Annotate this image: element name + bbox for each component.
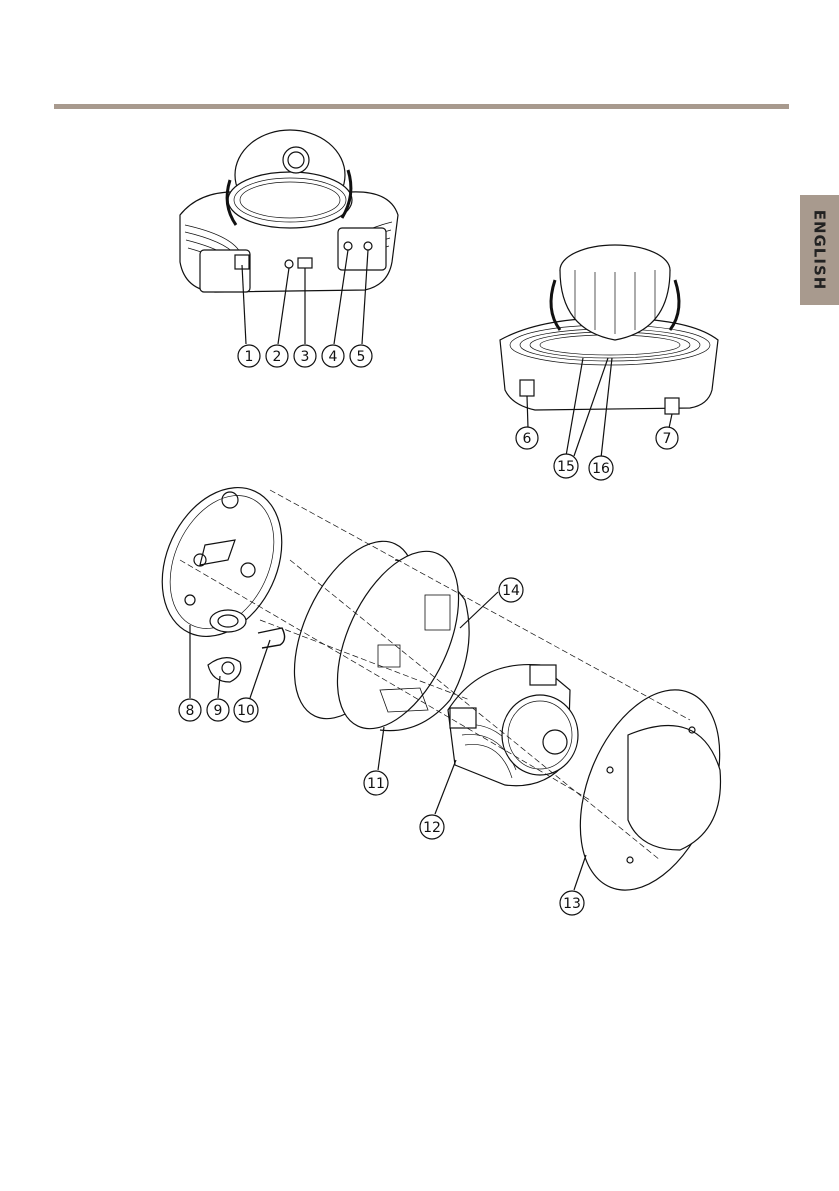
callout-5: 5 — [357, 349, 366, 365]
callout-16: 16 — [592, 461, 610, 477]
callout-7: 7 — [663, 431, 672, 447]
exploded-assembly-view — [139, 468, 747, 911]
callout-2: 2 — [273, 349, 282, 365]
callout-13: 13 — [563, 896, 581, 912]
callout-6: 6 — [523, 431, 532, 447]
camera-front-view — [180, 130, 398, 344]
callout-10: 10 — [237, 703, 255, 719]
callout-12: 12 — [423, 820, 441, 836]
camera-back-view — [500, 245, 718, 458]
callout-9: 9 — [214, 703, 223, 719]
callout-3: 3 — [301, 349, 310, 365]
callout-15: 15 — [557, 459, 575, 475]
callout-4: 4 — [329, 349, 338, 365]
callout-8: 8 — [186, 703, 195, 719]
callout-11: 11 — [367, 776, 385, 792]
callout-14: 14 — [502, 583, 520, 599]
callout-1: 1 — [245, 349, 254, 365]
